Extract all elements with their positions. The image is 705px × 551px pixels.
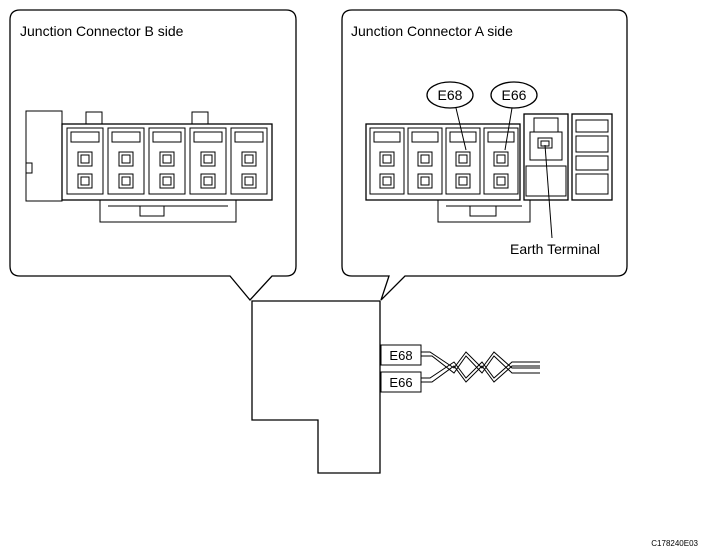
wire-tag-e68-label: E68 <box>389 348 412 363</box>
connector-b-face <box>25 110 273 223</box>
pin-e68-leader <box>455 107 467 151</box>
pin-e66-leader <box>504 107 513 151</box>
earth-terminal-leader <box>544 144 553 239</box>
connector-b-cavities <box>66 127 268 195</box>
wire-tag-e68 <box>380 344 422 366</box>
pin-e68-marker <box>426 81 474 109</box>
figure-code: C178240E03 <box>651 539 698 548</box>
callout-b-side-bubble <box>9 9 297 301</box>
connector-a-cavities <box>369 127 519 195</box>
callout-a-side-bubble <box>341 9 628 301</box>
wire-tag-e66-label: E66 <box>389 375 412 390</box>
twisted-pair-wires <box>421 351 540 383</box>
earth-terminal-label: Earth Terminal <box>510 241 600 257</box>
callout-a-side-title: Junction Connector A side <box>351 23 513 39</box>
pin-e66-label: E66 <box>502 87 527 103</box>
callout-b-side-title: Junction Connector B side <box>20 23 184 39</box>
pin-e66-marker <box>490 81 538 109</box>
connector-a-face <box>365 113 613 223</box>
connector-a-side-lock <box>571 113 613 201</box>
junction-connector-body <box>251 300 381 474</box>
pin-e68-label: E68 <box>438 87 463 103</box>
